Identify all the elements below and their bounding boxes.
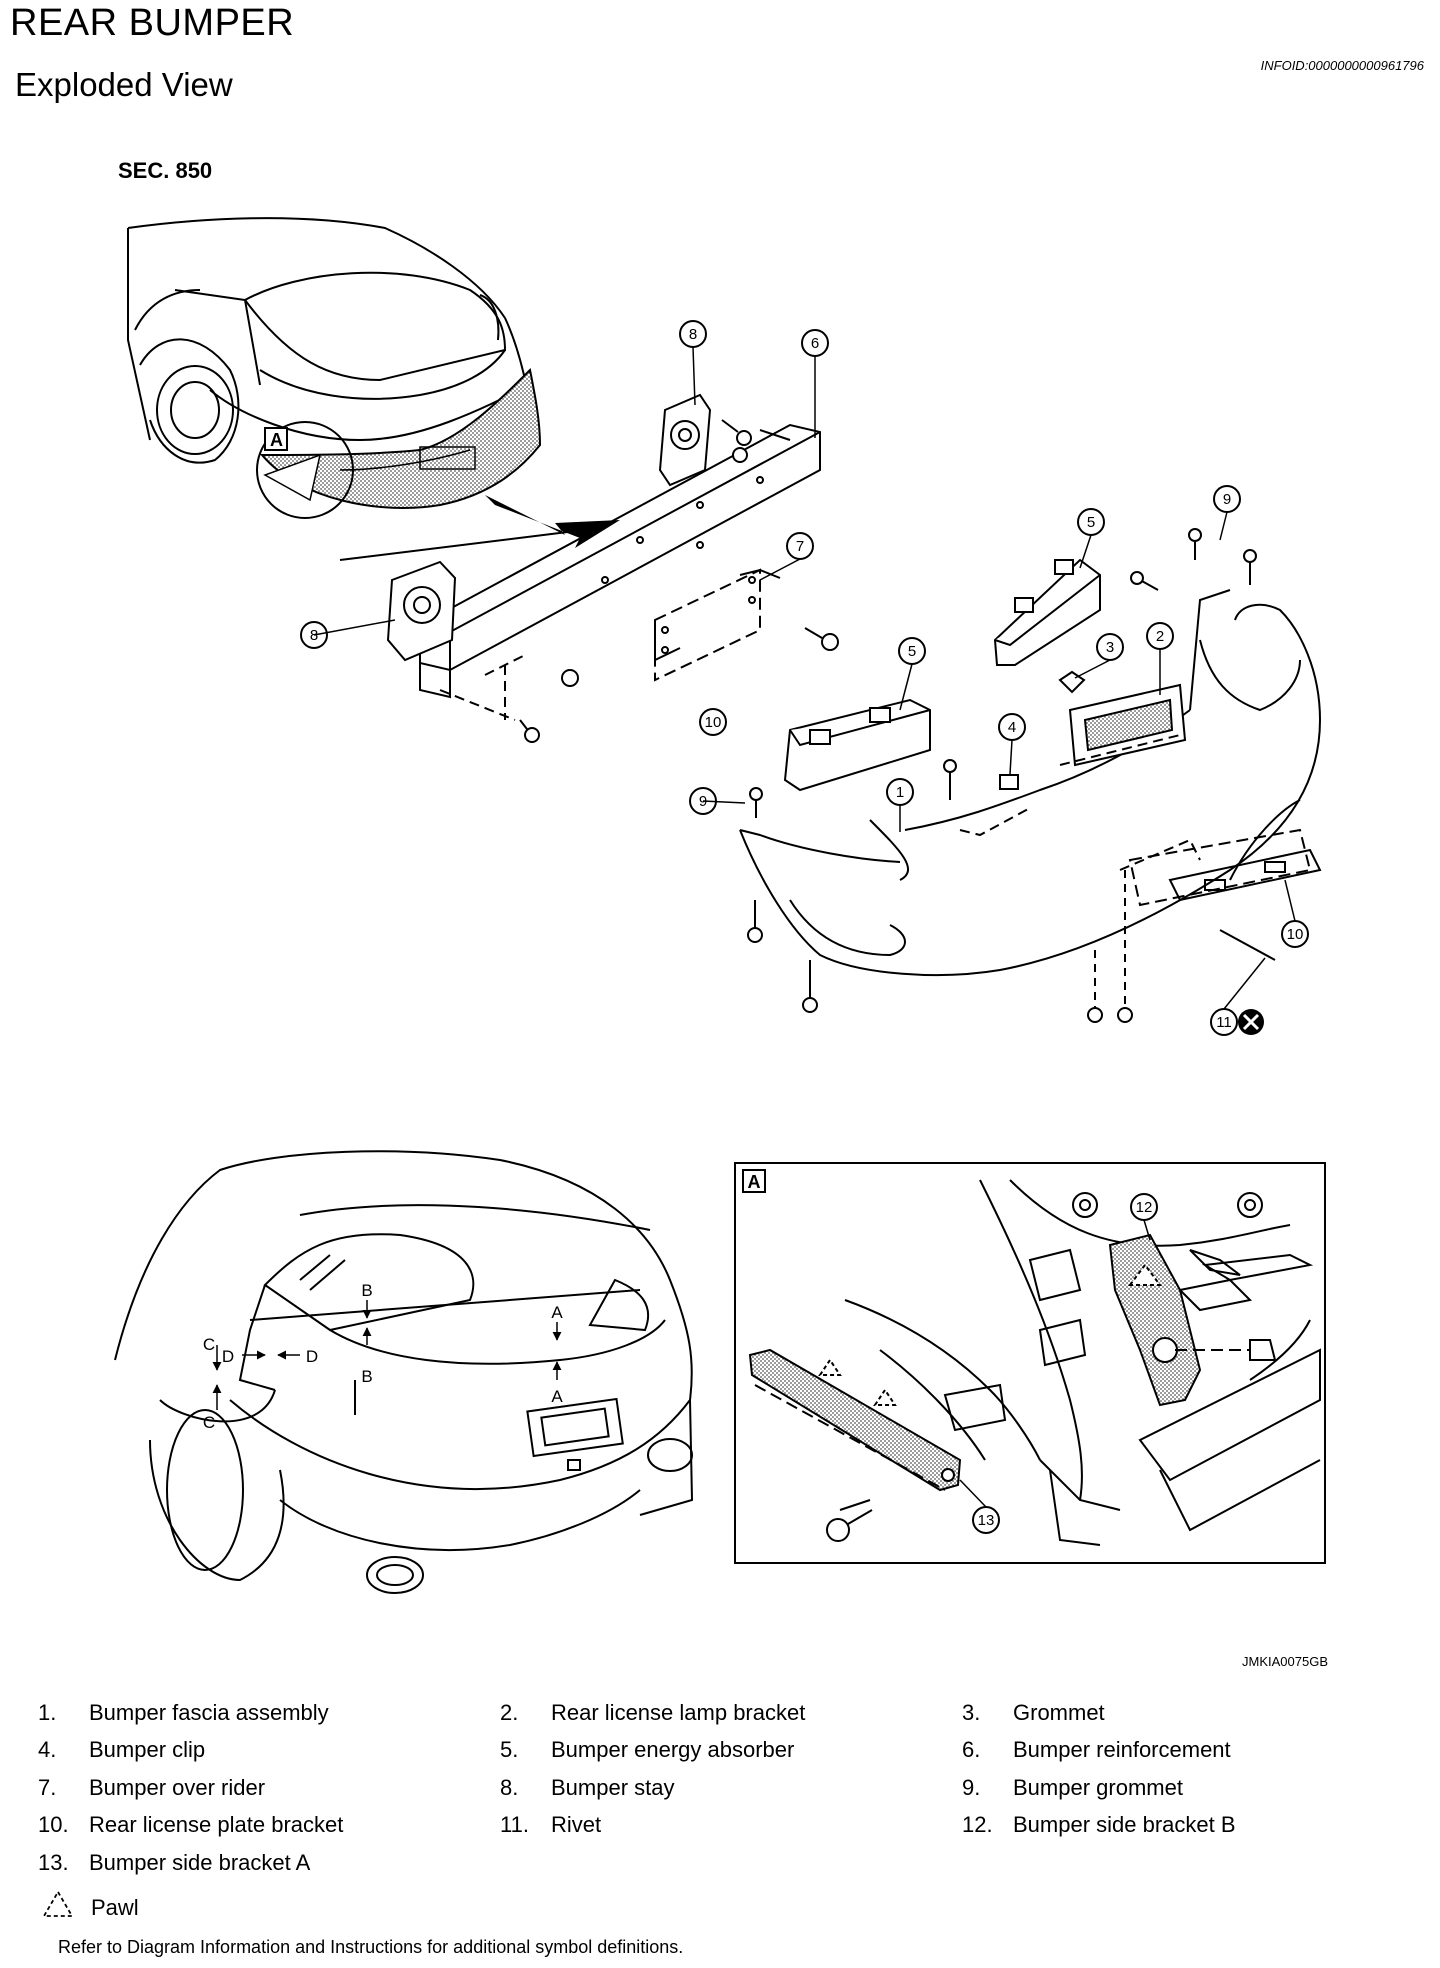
car-clearance-view xyxy=(114,1150,694,1594)
inset-screw xyxy=(826,1509,873,1542)
fascia-screws xyxy=(747,528,1276,1023)
section-number: SEC. 850 xyxy=(118,158,213,183)
info-id: INFOID:0000000000961796 xyxy=(1260,58,1424,73)
detail-tag-a xyxy=(264,427,288,451)
side-bracket-a-part xyxy=(748,1348,962,1492)
svg-text:C: C xyxy=(203,1335,215,1354)
bumper-clip-part xyxy=(999,774,1019,790)
bumper-over-rider-part xyxy=(654,568,781,682)
svg-text:8: 8 xyxy=(689,326,697,343)
svg-text:A: A xyxy=(270,430,283,450)
bumper-stay-upper xyxy=(658,393,712,487)
detail-inset-frame xyxy=(734,1162,1326,1564)
callout-labels xyxy=(300,320,1309,1036)
svg-text:B: B xyxy=(361,1367,372,1386)
detail-circle-a xyxy=(256,421,354,519)
bumper-stay-lower xyxy=(386,560,457,662)
svg-text:C: C xyxy=(203,1413,215,1432)
page-subtitle: Exploded View xyxy=(15,66,233,103)
figure-code: JMKIA0075GB xyxy=(1242,1654,1328,1669)
car-rear-view xyxy=(127,217,601,561)
svg-text:4: 4 xyxy=(1008,719,1016,736)
license-lamp-bracket-part xyxy=(1068,683,1187,767)
svg-text:9: 9 xyxy=(1223,491,1231,508)
inset-label: A xyxy=(748,1172,761,1192)
page-title: REAR BUMPER xyxy=(10,2,295,44)
svg-text:10: 10 xyxy=(1287,926,1304,943)
inset-bumper-detail xyxy=(844,1179,1321,1546)
svg-text:5: 5 xyxy=(908,643,916,660)
bumper-highlight xyxy=(259,367,542,509)
svg-text:8: 8 xyxy=(310,627,318,644)
svg-text:11: 11 xyxy=(1216,1014,1232,1031)
svg-text:5: 5 xyxy=(1087,514,1095,531)
svg-text:A: A xyxy=(551,1303,563,1322)
svg-text:9: 9 xyxy=(699,793,707,810)
svg-text:A: A xyxy=(551,1387,563,1406)
exploded-view-diagram: A xyxy=(114,217,1326,1594)
svg-text:6: 6 xyxy=(811,335,819,352)
inset-callouts xyxy=(972,1193,1158,1534)
svg-text:B: B xyxy=(361,1281,372,1300)
callout-13: 13 xyxy=(978,1512,995,1529)
fastener-bolts xyxy=(519,419,839,743)
footnote: Refer to Diagram Information and Instruc… xyxy=(58,1937,684,1957)
energy-absorber-left xyxy=(783,698,931,792)
pawl-label: Pawl xyxy=(91,1895,139,1920)
callout-12: 12 xyxy=(1136,1199,1153,1216)
energy-absorber-right xyxy=(993,558,1101,666)
svg-text:D: D xyxy=(222,1347,234,1366)
pawl-triangle-icon xyxy=(42,1890,74,1917)
do-not-reuse-icon xyxy=(1238,1009,1264,1035)
clearance-dimensions xyxy=(212,1300,562,1410)
svg-text:1: 1 xyxy=(896,784,904,801)
license-plate-bracket-part xyxy=(1128,828,1322,907)
svg-text:7: 7 xyxy=(796,538,804,555)
leader-lines xyxy=(313,346,1296,1010)
svg-text:D: D xyxy=(306,1347,318,1366)
svg-text:2: 2 xyxy=(1156,628,1164,645)
callout-numbers: 8 6 5 9 7 8 3 2 5 10 4 9 1 10 11 xyxy=(310,326,1304,1031)
svg-text:3: 3 xyxy=(1106,639,1114,656)
svg-text:10: 10 xyxy=(705,714,722,731)
clearance-labels: A A B B C C D D xyxy=(203,1281,563,1432)
